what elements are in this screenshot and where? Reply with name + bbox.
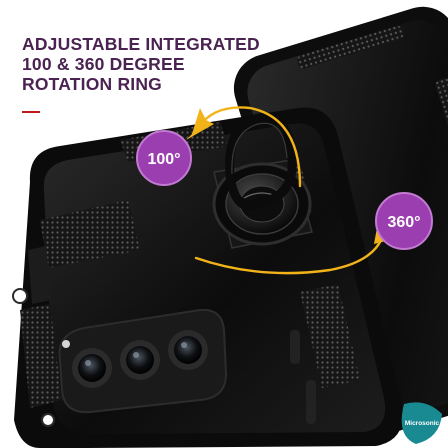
tilt-badge [137, 131, 191, 185]
rotate-badge-label: 360° [387, 214, 420, 231]
curved-arrow-icon [186, 108, 214, 140]
accent-dash [22, 111, 40, 113]
headline-line-2: 100 & 360 DEGREE [22, 54, 185, 74]
camera-module [58, 308, 228, 414]
camera-lens-icon [72, 348, 112, 388]
rotate-badge [376, 193, 432, 249]
brand-name: Microsonic [405, 420, 440, 427]
camera-lens-icon [120, 340, 160, 380]
camera-lens-icon [168, 330, 208, 370]
tilt-badge-label: 100° [147, 151, 180, 168]
headline-line-1: ADJUSTABLE INTEGRATED [22, 34, 260, 54]
curved-arrow-icon [194, 106, 384, 275]
ring-holder-icon [212, 112, 313, 249]
headline: ADJUSTABLE INTEGRATED 100 & 360 DEGREE R… [22, 34, 260, 94]
brand-logo: Microsonic [401, 402, 442, 444]
headline-line-3: ROTATION RING [22, 74, 162, 94]
